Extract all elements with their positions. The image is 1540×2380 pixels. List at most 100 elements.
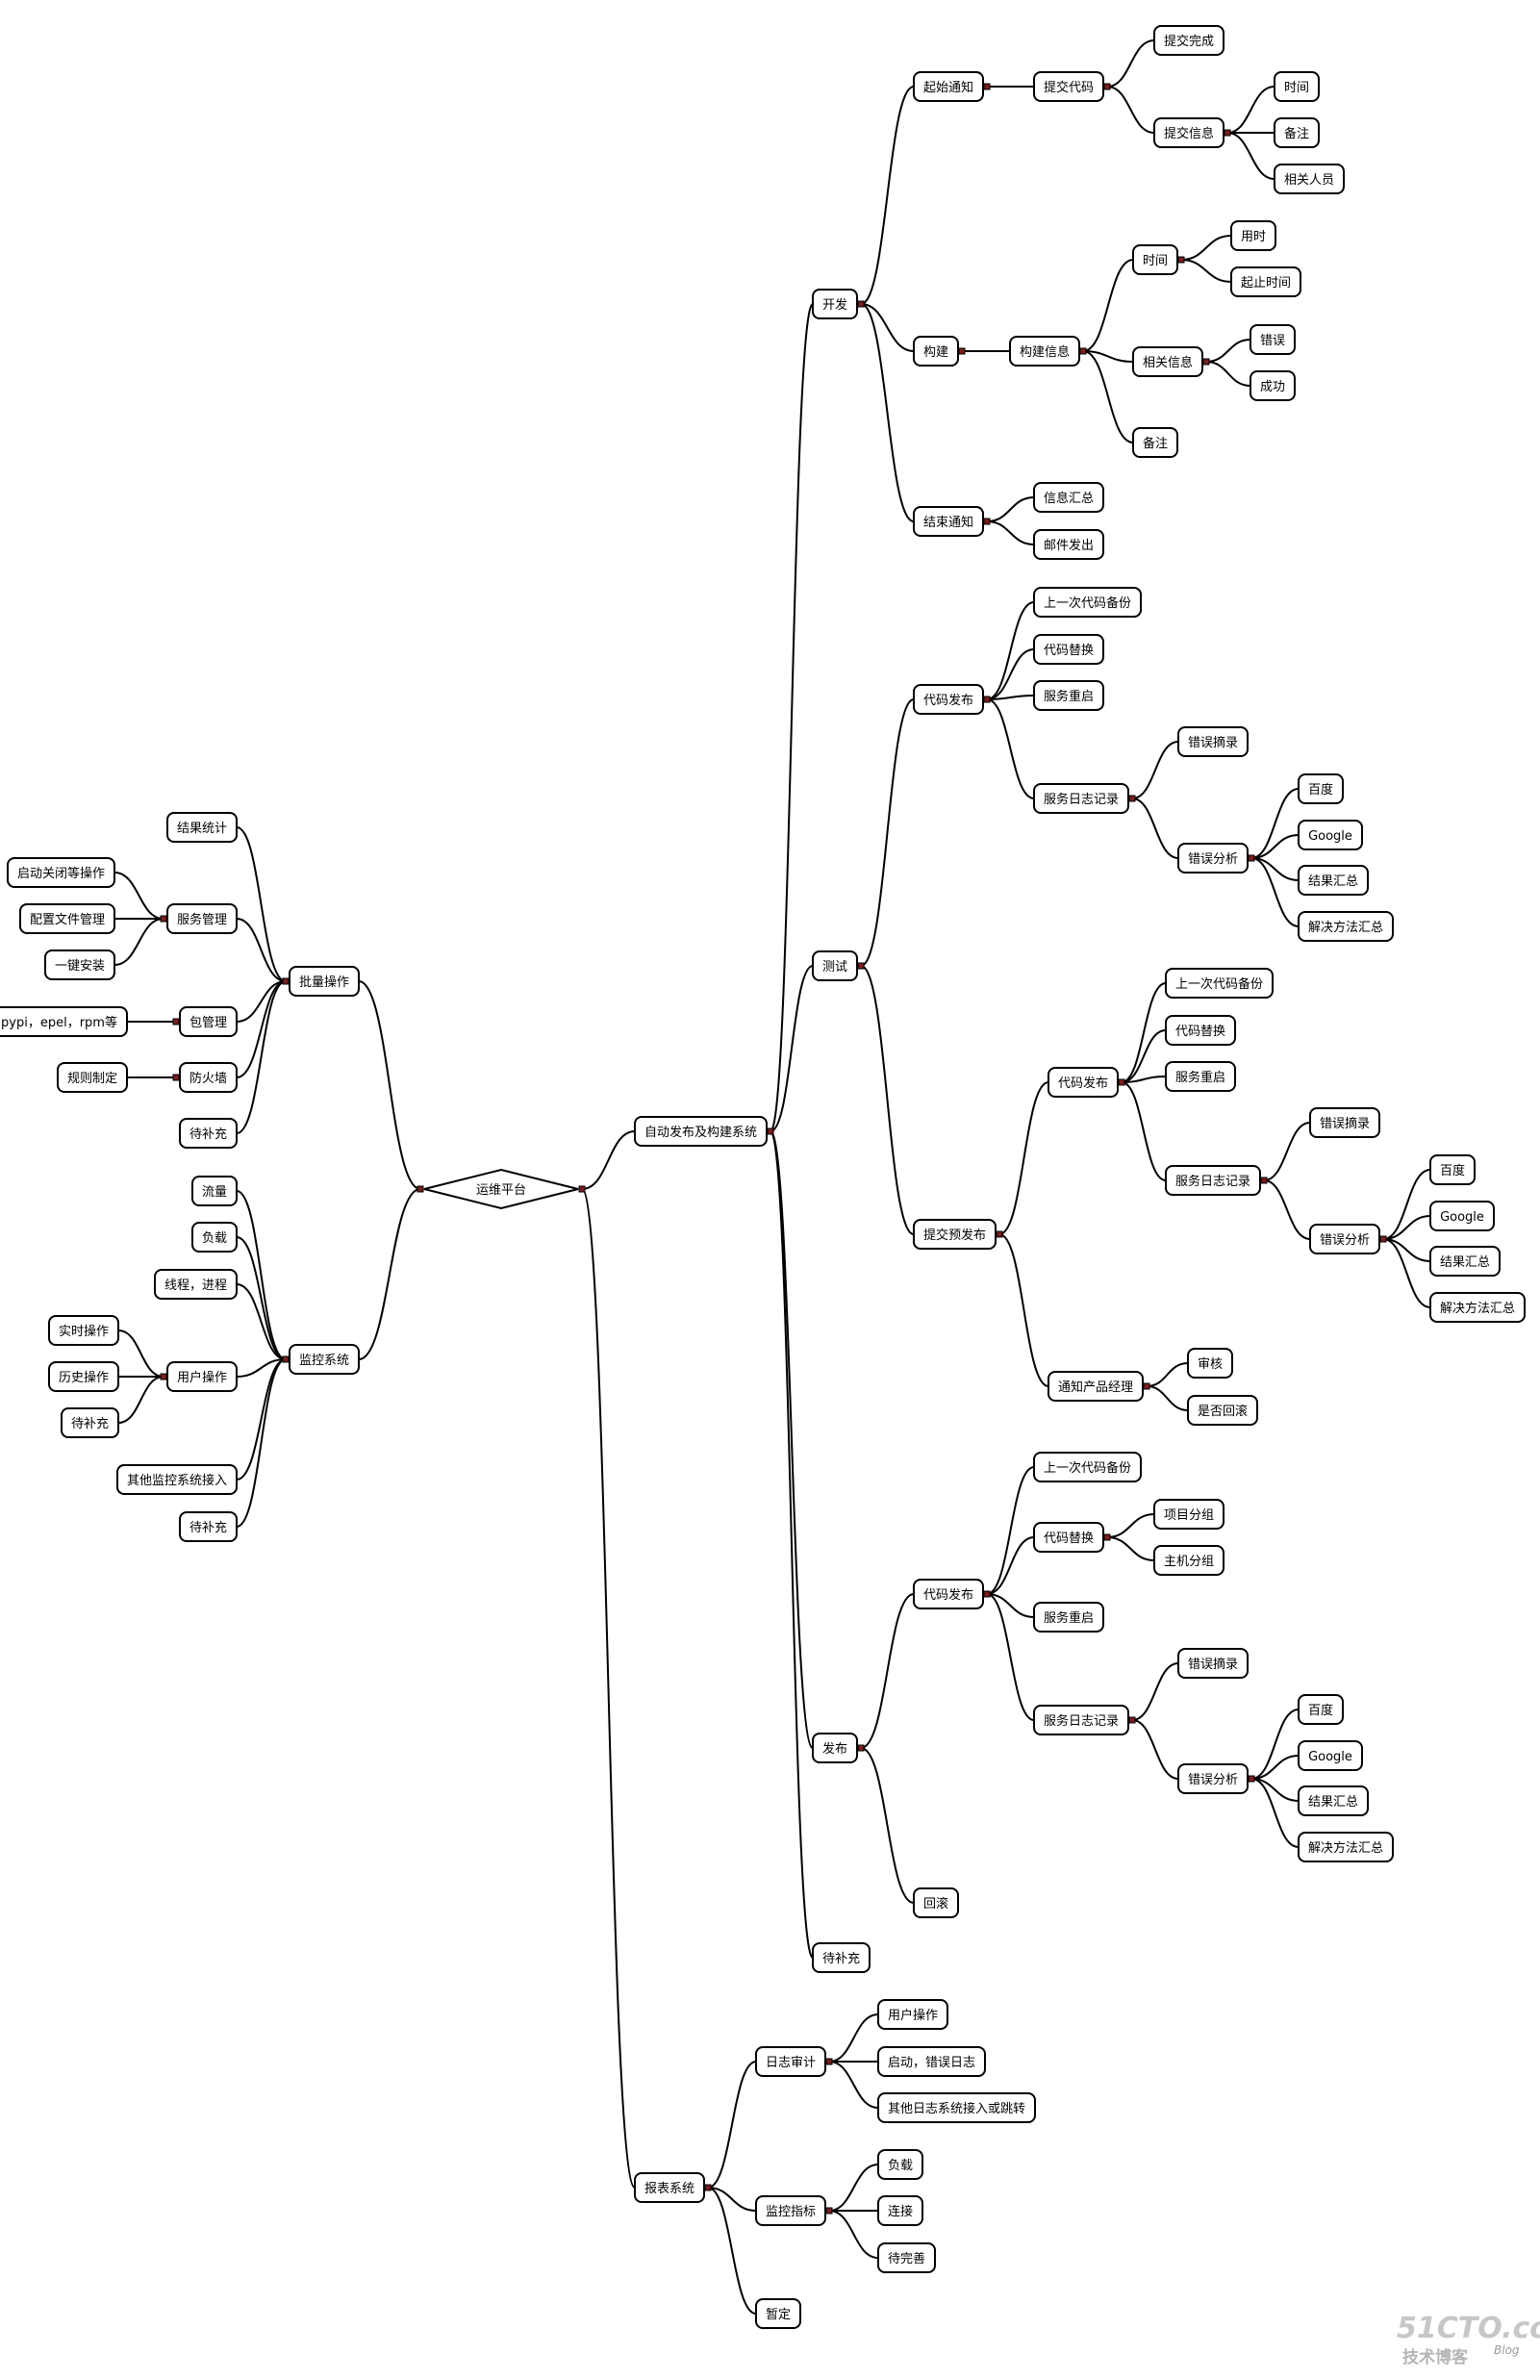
collapse-handle-icon[interactable] [1103, 83, 1111, 90]
node-root-left-1-children-2[interactable]: 线程，进程 [154, 1269, 238, 1300]
node-root-left-0-children-3[interactable]: 防火墙 [179, 1062, 238, 1093]
collapse-handle-icon[interactable] [983, 83, 991, 90]
node-root-right-0-children-0-children-1-children-0-children-1-children-1[interactable]: 成功 [1250, 370, 1296, 401]
collapse-handle-icon[interactable] [958, 347, 966, 355]
node-root-right-0-children-0-children-0-children-0-children-0[interactable]: 提交完成 [1153, 25, 1224, 56]
node-root-right-0-children-1-children-0-children-3[interactable]: 服务日志记录 [1033, 783, 1129, 814]
node-root-right-0-children-1-children-0-children-3-children-1-children-0[interactable]: 百度 [1298, 773, 1344, 804]
node-root-right-0-children-2-children-0-children-1[interactable]: 代码替换 [1033, 1522, 1104, 1553]
collapse-handle-icon[interactable] [1224, 129, 1231, 137]
collapse-handle-icon[interactable] [857, 962, 865, 970]
node-root-right-1-children-0-children-2[interactable]: 其他日志系统接入或跳转 [877, 2092, 1036, 2123]
node-root-right-0-children-0-children-1[interactable]: 构建 [913, 336, 959, 367]
collapse-handle-icon[interactable] [160, 1373, 167, 1380]
node-root-right-1-children-0-children-0[interactable]: 用户操作 [877, 1999, 948, 2030]
collapse-handle-icon[interactable] [825, 2207, 833, 2215]
node-root-left-0-children-1[interactable]: 服务管理 [166, 903, 238, 934]
collapse-handle-icon[interactable] [578, 1185, 586, 1193]
node-root-right-0-children-0-children-1-children-0-children-0-children-1[interactable]: 起止时间 [1230, 266, 1301, 297]
node-root-right-1-children-0[interactable]: 日志审计 [755, 2046, 826, 2077]
node-root-right-0-children-1-children-1-children-0[interactable]: 代码发布 [1048, 1067, 1119, 1098]
collapse-handle-icon[interactable] [996, 1230, 1003, 1238]
collapse-handle-icon[interactable] [417, 1185, 424, 1193]
node-root-left-1-children-5[interactable]: 待补充 [179, 1511, 238, 1542]
node-root-right-1-children-1-children-0[interactable]: 负载 [877, 2149, 923, 2180]
node-root-right-1-children-1-children-1[interactable]: 连接 [877, 2195, 923, 2226]
collapse-handle-icon[interactable] [172, 1018, 180, 1025]
node-root-right-0-children-2-children-0[interactable]: 代码发布 [913, 1579, 984, 1609]
node-root-right-0-children-2-children-0-children-3-children-1-children-3[interactable]: 解决方法汇总 [1298, 1832, 1394, 1862]
node-root-right-0-children-0-children-0-children-0-children-1-children-2[interactable]: 相关人员 [1274, 164, 1345, 194]
node-root-right-0-children-2-children-0-children-3-children-1[interactable]: 错误分析 [1177, 1763, 1249, 1794]
node-root-right-0-children-1-children-1-children-0-children-3[interactable]: 服务日志记录 [1165, 1165, 1261, 1196]
collapse-handle-icon[interactable] [1248, 854, 1255, 862]
node-root-right-1-children-0-children-1[interactable]: 启动，错误日志 [877, 2046, 986, 2077]
node-root-right-0-children-1-children-1-children-0-children-3-children-1-children-2[interactable]: 结果汇总 [1429, 1246, 1501, 1277]
node-root-right-0-children-1-children-1[interactable]: 提交预发布 [913, 1219, 997, 1250]
node-root-left-1-children-3-children-2[interactable]: 待补充 [61, 1407, 119, 1438]
collapse-handle-icon[interactable] [160, 915, 167, 923]
node-root-right-0-children-2-children-0-children-3[interactable]: 服务日志记录 [1033, 1705, 1129, 1735]
node-root-right-1-children-1[interactable]: 监控指标 [755, 2195, 826, 2226]
node-root-left-0-children-1-children-2[interactable]: 一键安装 [44, 949, 115, 980]
node-root-right-0-children-2-children-0-children-0[interactable]: 上一次代码备份 [1033, 1452, 1142, 1482]
collapse-handle-icon[interactable] [857, 1744, 865, 1752]
node-root-right-0-children-2[interactable]: 发布 [812, 1733, 858, 1763]
node-root-left-0-children-3-children-0[interactable]: 规则制定 [57, 1062, 128, 1093]
node-root-right-0-children-3[interactable]: 待补充 [812, 1942, 871, 1973]
node-root-right-0-children-2-children-0-children-1-children-0[interactable]: 项目分组 [1153, 1499, 1224, 1530]
node-root-left-0-children-2-children-0[interactable]: pypi，epel，rpm等 [0, 1006, 128, 1037]
collapse-handle-icon[interactable] [282, 1355, 290, 1363]
collapse-handle-icon[interactable] [1128, 795, 1136, 802]
node-root-left-1[interactable]: 监控系统 [289, 1344, 360, 1375]
collapse-handle-icon[interactable] [1202, 358, 1210, 366]
node-root-right-0-children-0-children-1-children-0-children-0[interactable]: 时间 [1132, 244, 1178, 275]
node-root-right-1-children-1-children-2[interactable]: 待完善 [877, 2242, 936, 2273]
collapse-handle-icon[interactable] [1177, 256, 1185, 264]
node-root-left-1-children-3-children-0[interactable]: 实时操作 [48, 1315, 119, 1346]
node-root-right-0-children-0[interactable]: 开发 [812, 289, 858, 319]
collapse-handle-icon[interactable] [1128, 1716, 1136, 1724]
node-root-left-1-children-3-children-1[interactable]: 历史操作 [48, 1361, 119, 1392]
node-root-left-0-children-2[interactable]: 包管理 [179, 1006, 238, 1037]
node-root-right-0-children-1-children-0[interactable]: 代码发布 [913, 684, 984, 715]
collapse-handle-icon[interactable] [983, 696, 991, 703]
node-root-right-0-children-2-children-0-children-2[interactable]: 服务重启 [1033, 1602, 1104, 1633]
collapse-handle-icon[interactable] [1079, 347, 1087, 355]
node-root-right-0-children-2-children-0-children-3-children-1-children-0[interactable]: 百度 [1298, 1694, 1344, 1725]
node-root-right-1-children-2[interactable]: 暂定 [755, 2298, 801, 2329]
node-root-right-0-children-0-children-2[interactable]: 结束通知 [913, 506, 984, 537]
node-root-right-0-children-0-children-2-children-0[interactable]: 信息汇总 [1033, 482, 1104, 513]
collapse-handle-icon[interactable] [1248, 1775, 1255, 1783]
node-root-right-0-children-1-children-0-children-3-children-1-children-2[interactable]: 结果汇总 [1298, 865, 1369, 896]
collapse-handle-icon[interactable] [983, 518, 991, 525]
node-root-right-0-children-0-children-0-children-0-children-1-children-0[interactable]: 时间 [1274, 71, 1320, 102]
node-root-right-0-children-0-children-2-children-1[interactable]: 邮件发出 [1033, 529, 1104, 560]
node-root-right-0-children-1-children-0-children-3-children-1-children-3[interactable]: 解决方法汇总 [1298, 911, 1394, 942]
node-root-left-1-children-4[interactable]: 其他监控系统接入 [116, 1464, 238, 1495]
node-root-right-0-children-2-children-0-children-3-children-1-children-1[interactable]: Google [1298, 1740, 1363, 1771]
node-root-right-0-children-1-children-1-children-0-children-3-children-1-children-1[interactable]: Google [1429, 1201, 1495, 1231]
node-root-left-0-children-1-children-1[interactable]: 配置文件管理 [19, 903, 115, 934]
node-root-right-0[interactable]: 自动发布及构建系统 [634, 1116, 768, 1147]
node-root-right-0-children-2-children-1[interactable]: 回滚 [913, 1887, 959, 1918]
node-root-right-0-children-0-children-1-children-0-children-2[interactable]: 备注 [1132, 427, 1178, 458]
node-root-right-0-children-0-children-0-children-0[interactable]: 提交代码 [1033, 71, 1104, 102]
collapse-handle-icon[interactable] [1260, 1177, 1268, 1184]
node-root-right-0-children-0-children-0-children-0-children-1[interactable]: 提交信息 [1153, 117, 1224, 148]
node-root-right-0-children-1-children-1-children-1-children-1[interactable]: 是否回滚 [1187, 1395, 1258, 1426]
node-root-right-0-children-0-children-1-children-0-children-0-children-0[interactable]: 用时 [1230, 220, 1276, 251]
node-root-right-0-children-1-children-0-children-0[interactable]: 上一次代码备份 [1033, 587, 1142, 618]
node-root-left-1-children-0[interactable]: 流量 [191, 1176, 238, 1206]
node-root-left-0[interactable]: 批量操作 [289, 966, 360, 997]
node-root-right-0-children-1-children-0-children-3-children-1-children-1[interactable]: Google [1298, 820, 1363, 850]
node-root-right-1[interactable]: 报表系统 [634, 2172, 705, 2203]
node-root-left-0-children-4[interactable]: 待补充 [179, 1118, 238, 1149]
node-root-right-0-children-2-children-0-children-3-children-1-children-2[interactable]: 结果汇总 [1298, 1785, 1369, 1816]
collapse-handle-icon[interactable] [1379, 1235, 1387, 1243]
collapse-handle-icon[interactable] [857, 300, 865, 308]
node-root-right-0-children-1-children-0-children-2[interactable]: 服务重启 [1033, 680, 1104, 711]
node-root-left-1-children-3[interactable]: 用户操作 [166, 1361, 238, 1392]
node-root-right-0-children-2-children-0-children-1-children-1[interactable]: 主机分组 [1153, 1545, 1224, 1576]
node-root-right-0-children-1-children-0-children-1[interactable]: 代码替换 [1033, 634, 1104, 665]
